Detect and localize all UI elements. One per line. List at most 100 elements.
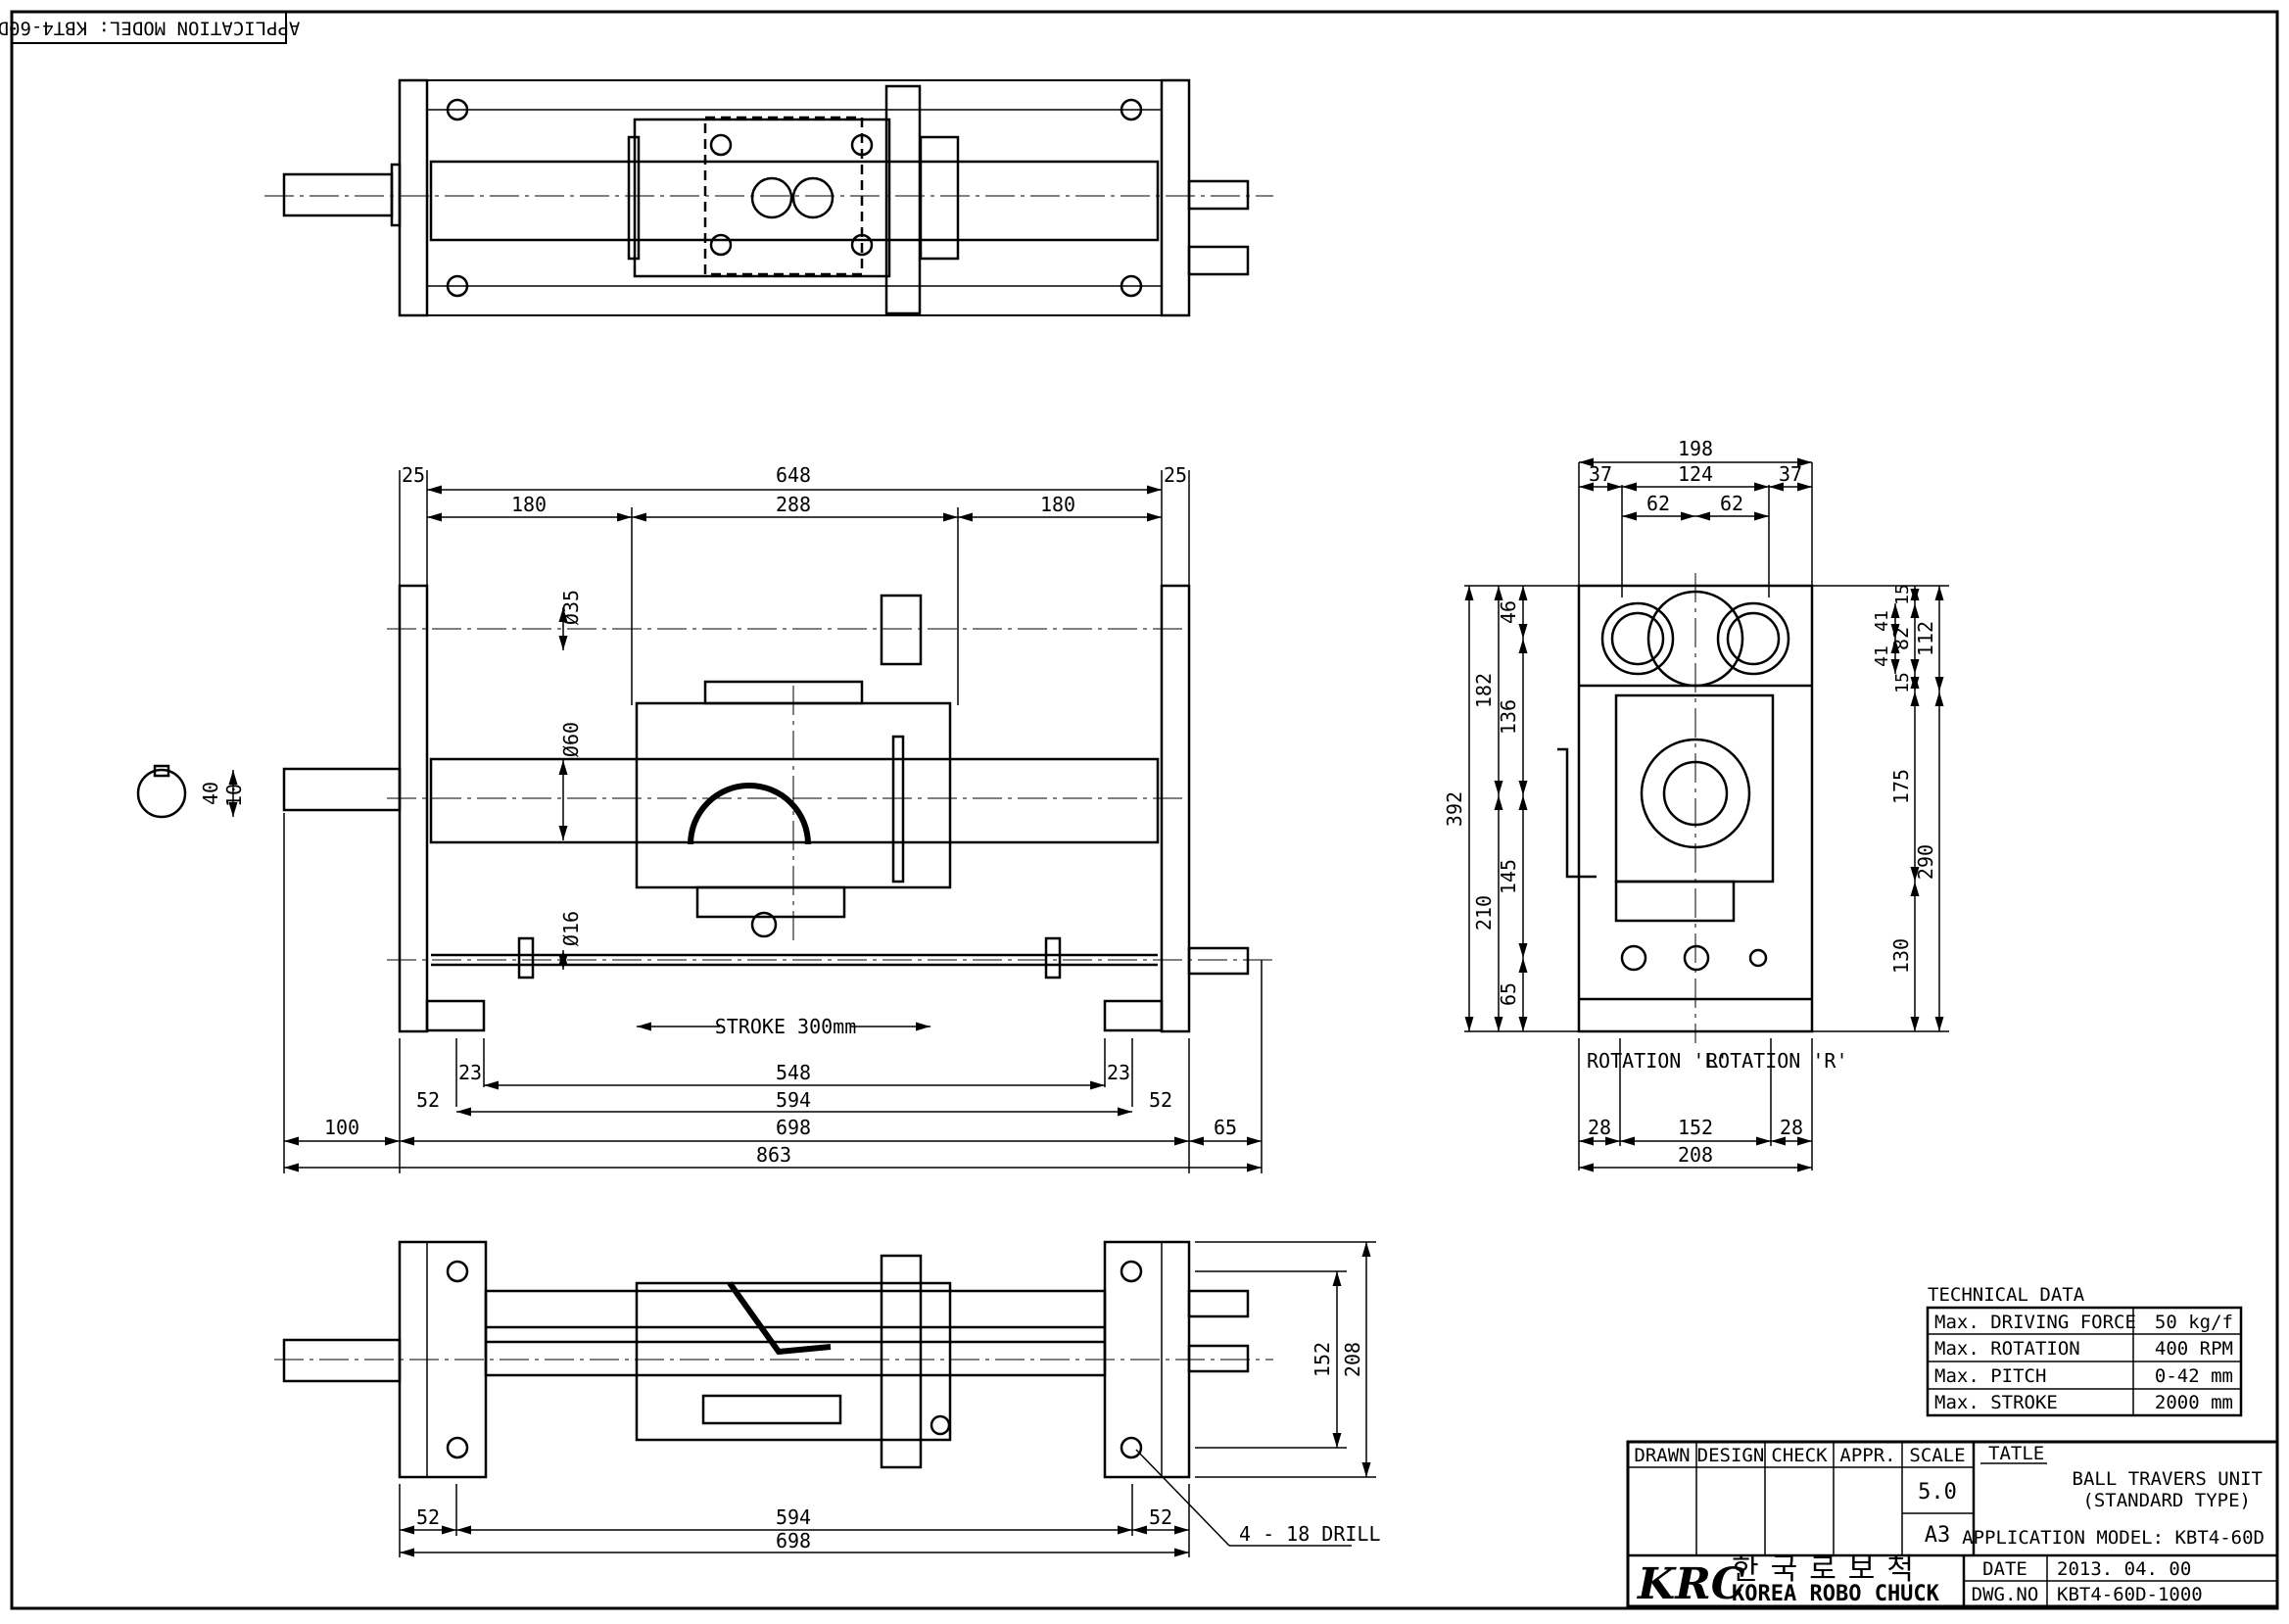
front-view xyxy=(136,584,1273,1033)
side-dim-145: 145 xyxy=(1497,859,1520,894)
side-dim-392: 392 xyxy=(1443,791,1466,827)
side-dim-136: 136 xyxy=(1497,699,1520,735)
side-dim-152: 152 xyxy=(1678,1116,1713,1139)
tatle-label: TATLE xyxy=(1988,1443,2044,1464)
tech-row-label: Max. PITCH xyxy=(1934,1365,2046,1387)
dim-698: 698 xyxy=(776,1116,811,1139)
side-dim-37-left: 37 xyxy=(1589,462,1612,486)
title-block: DRAWN DESIGN CHECK APPR. SCALE 5.0 A3 TA… xyxy=(1626,1440,2279,1609)
dim-52-right: 52 xyxy=(1149,1088,1172,1112)
dim-23-right: 23 xyxy=(1107,1061,1130,1084)
tech-row-value: 2000 mm xyxy=(2155,1392,2233,1413)
drawing-title-line2: (STANDARD TYPE) xyxy=(2082,1490,2251,1511)
application-model: APPLICATION MODEL: KBT4-60D xyxy=(1962,1527,2265,1549)
side-dim-41-top: 41 xyxy=(1872,610,1892,632)
front-view-labels: 25 648 25 180 288 180 23 548 23 52 594 5… xyxy=(199,463,1237,1167)
side-dim-65: 65 xyxy=(1497,982,1520,1006)
side-view-dimensions xyxy=(1464,457,1949,1172)
side-dim-208: 208 xyxy=(1678,1143,1713,1167)
dim-863: 863 xyxy=(756,1143,791,1167)
dim-23-left: 23 xyxy=(458,1061,482,1084)
dim-180-left: 180 xyxy=(511,493,547,516)
scale-value: 5.0 xyxy=(1918,1480,1957,1505)
dwg-no-label: DWG.NO xyxy=(1972,1584,2039,1605)
key-dim-40: 40 xyxy=(199,782,222,805)
dim-288: 288 xyxy=(776,493,811,516)
tech-row-label: Max. STROKE xyxy=(1934,1392,2058,1413)
front-view-dimensions xyxy=(228,470,1263,1173)
sheet-border xyxy=(10,10,2279,1610)
title-col-design: DESIGN xyxy=(1697,1445,1765,1466)
dia-16: Ø16 xyxy=(559,911,583,946)
top-view xyxy=(264,78,1273,317)
side-view-labels: 198 37 124 37 62 62 392 182 210 46 136 1… xyxy=(1443,437,1937,1167)
bottom-view-labels: 52 594 52 698 152 208 4 - 18 DRILL xyxy=(416,1342,1381,1552)
side-dim-62-right: 62 xyxy=(1720,492,1743,515)
rotation-l-label: ROTATION 'L' xyxy=(1587,1049,1729,1073)
side-view xyxy=(1557,573,1814,1043)
technical-data-heading: TECHNICAL DATA xyxy=(1928,1284,2085,1306)
side-dim-198: 198 xyxy=(1678,437,1713,460)
bottom-dim-208: 208 xyxy=(1341,1342,1364,1377)
side-dim-28-left: 28 xyxy=(1588,1116,1611,1139)
dim-25-left: 25 xyxy=(402,463,425,487)
title-col-drawn: DRAWN xyxy=(1634,1445,1690,1466)
dim-548: 548 xyxy=(776,1061,811,1084)
tech-row-label: Max. DRIVING FORCE xyxy=(1934,1312,2136,1333)
side-dim-28-right: 28 xyxy=(1780,1116,1803,1139)
dwg-no-value: KBT4-60D-1000 xyxy=(2057,1584,2203,1605)
bottom-dim-52-right: 52 xyxy=(1149,1505,1172,1529)
bottom-view xyxy=(274,1240,1273,1479)
side-dim-15-top: 15 xyxy=(1892,584,1913,605)
company-name-english: KOREA ROBO CHUCK xyxy=(1732,1582,1940,1606)
side-dim-46: 46 xyxy=(1497,600,1520,624)
dim-65: 65 xyxy=(1214,1116,1237,1139)
date-label: DATE xyxy=(1982,1558,2027,1580)
dim-25-right: 25 xyxy=(1164,463,1187,487)
bottom-dim-698: 698 xyxy=(776,1529,811,1552)
side-dim-82: 82 xyxy=(1889,627,1913,650)
dim-648: 648 xyxy=(776,463,811,487)
side-dim-182: 182 xyxy=(1472,673,1496,708)
dim-180-right: 180 xyxy=(1040,493,1075,516)
bottom-dim-52-left: 52 xyxy=(416,1505,440,1529)
side-dim-41-bottom: 41 xyxy=(1872,645,1892,667)
side-dim-130: 130 xyxy=(1889,938,1913,974)
drawing-title-line1: BALL TRAVERS UNIT xyxy=(2073,1468,2263,1490)
title-col-scale: SCALE xyxy=(1909,1445,1965,1466)
date-value: 2013. 04. 00 xyxy=(2057,1558,2191,1580)
side-dim-210: 210 xyxy=(1472,895,1496,931)
technical-data-table: TECHNICAL DATA Max. DRIVING FORCE 50 kg/… xyxy=(1926,1284,2243,1417)
side-dim-290: 290 xyxy=(1914,844,1937,880)
title-col-check: CHECK xyxy=(1771,1445,1828,1466)
tech-row-value: 50 kg/f xyxy=(2155,1312,2233,1333)
side-dim-15-bottom: 15 xyxy=(1892,672,1913,693)
drill-note: 4 - 18 DRILL xyxy=(1239,1522,1381,1546)
side-dim-62-left: 62 xyxy=(1646,492,1670,515)
company-name-korean: 한국로보척 xyxy=(1732,1552,1926,1587)
dim-52-left: 52 xyxy=(416,1088,440,1112)
side-dim-175: 175 xyxy=(1889,769,1913,804)
svg-text:APPLICATION MODEL: KBT4-60D: APPLICATION MODEL: KBT4-60D xyxy=(0,18,300,39)
bottom-dim-152: 152 xyxy=(1311,1342,1334,1377)
side-dim-37-right: 37 xyxy=(1779,462,1802,486)
side-dim-112: 112 xyxy=(1914,621,1937,656)
bottom-dim-594: 594 xyxy=(776,1505,811,1529)
bottom-view-dimensions xyxy=(399,1241,1376,1557)
paper-size: A3 xyxy=(1925,1523,1951,1548)
tech-row-value: 0-42 mm xyxy=(2155,1365,2233,1387)
key-dim-10: 10 xyxy=(222,784,246,807)
rotation-r-label: ROTATION 'R' xyxy=(1706,1049,1848,1073)
tech-row-value: 400 RPM xyxy=(2155,1338,2233,1360)
side-dim-124: 124 xyxy=(1678,462,1713,486)
stroke-label: STROKE 300mm xyxy=(715,1015,857,1038)
dim-594: 594 xyxy=(776,1088,811,1112)
tech-row-label: Max. ROTATION xyxy=(1934,1338,2080,1360)
title-col-appr: APPR. xyxy=(1839,1445,1895,1466)
dia-35: Ø35 xyxy=(559,590,583,625)
krc-logo: KRC xyxy=(1636,1559,1745,1609)
dia-60: Ø60 xyxy=(559,722,583,757)
dim-100: 100 xyxy=(324,1116,359,1139)
